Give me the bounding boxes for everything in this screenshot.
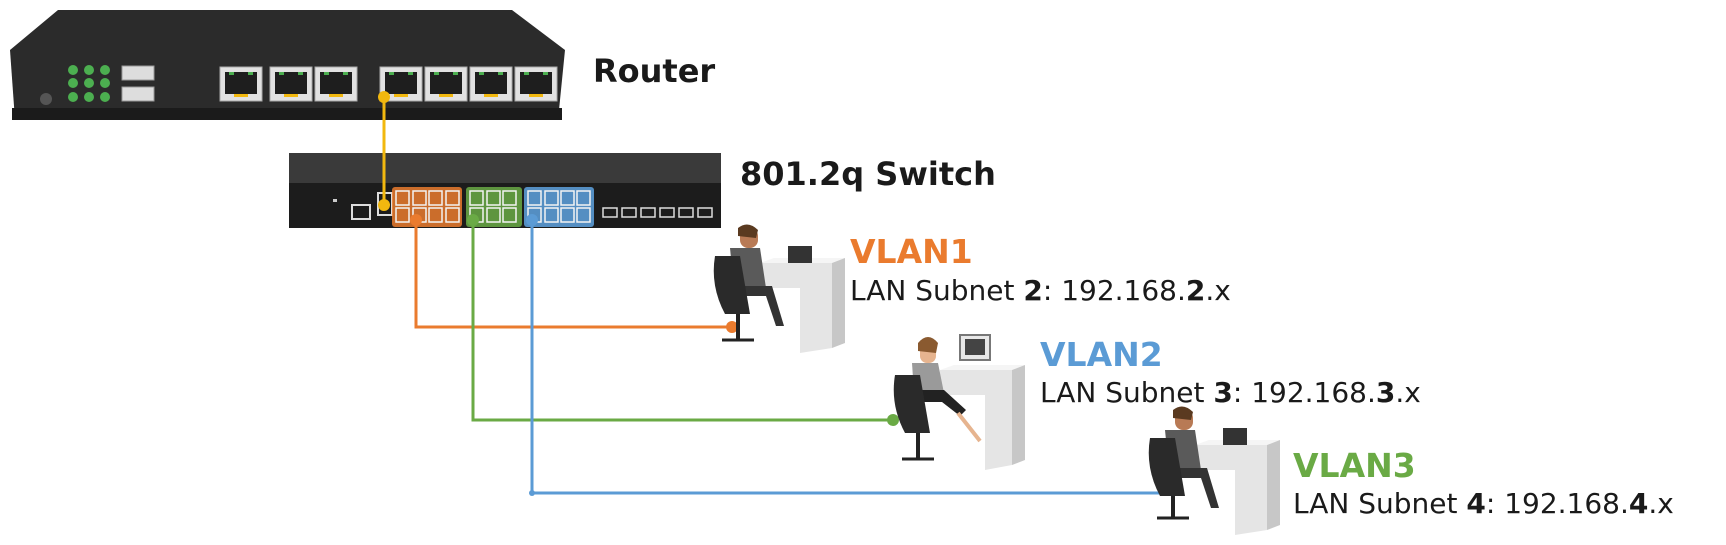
- switch-port: [469, 190, 484, 206]
- switch-port: [576, 207, 591, 223]
- switch-port: [395, 190, 410, 206]
- vlan1-subnet: LAN Subnet 2: 192.168.2.x: [850, 274, 1231, 307]
- vlan1-port-group: [392, 187, 462, 227]
- sfp-port: [678, 207, 694, 218]
- switch-port: [428, 190, 443, 206]
- vlan2-cable: [526, 214, 1165, 496]
- vlan2-subnet: LAN Subnet 3: 192.168.3.x: [1040, 376, 1421, 409]
- uplink-cable: [378, 91, 390, 211]
- vlan1-title: VLAN1: [850, 232, 973, 271]
- ethernet-port: [269, 66, 313, 102]
- switch-port: [395, 207, 410, 223]
- switch-port: [560, 207, 575, 223]
- switch-port: [445, 190, 460, 206]
- sfp-port: [697, 207, 713, 218]
- ethernet-port: [219, 66, 263, 102]
- switch-port: [544, 207, 559, 223]
- vlan1-cable: [410, 214, 738, 333]
- vlan2-title: VLAN2: [1040, 335, 1163, 374]
- person-at-desk-icon: [713, 224, 845, 353]
- vlan3-title: VLAN3: [1293, 446, 1416, 485]
- switch-port: [502, 207, 517, 223]
- ethernet-port: [424, 66, 468, 102]
- router-label: Router: [593, 52, 716, 90]
- sfp-port: [621, 207, 637, 218]
- switch-label: 801.2q Switch: [740, 155, 996, 193]
- sfp-port: [640, 207, 656, 218]
- sfp-ports: [602, 207, 713, 218]
- vlan3-port-group: [466, 187, 522, 227]
- switch-port: [527, 190, 542, 206]
- vlan3-subnet: LAN Subnet 4: 192.168.4.x: [1293, 487, 1674, 520]
- person-at-desk-icon: [893, 334, 1025, 470]
- router-icon: [10, 10, 565, 120]
- ethernet-port: [314, 66, 358, 102]
- switch-port: [544, 190, 559, 206]
- router-led-grid: [68, 65, 110, 102]
- network-switch-icon: [289, 153, 721, 228]
- switch-port: [428, 207, 443, 223]
- switch-port: [412, 190, 427, 206]
- sfp-port: [659, 207, 675, 218]
- ethernet-port: [514, 66, 558, 102]
- switch-port: [486, 190, 501, 206]
- switch-port: [502, 190, 517, 206]
- sfp-port: [602, 207, 618, 218]
- switch-port: [445, 207, 460, 223]
- switch-port: [486, 207, 501, 223]
- ethernet-port: [469, 66, 513, 102]
- person-at-desk-icon: [1148, 406, 1280, 535]
- switch-port: [560, 190, 575, 206]
- vlan3-cable: [467, 214, 899, 426]
- switch-port: [576, 190, 591, 206]
